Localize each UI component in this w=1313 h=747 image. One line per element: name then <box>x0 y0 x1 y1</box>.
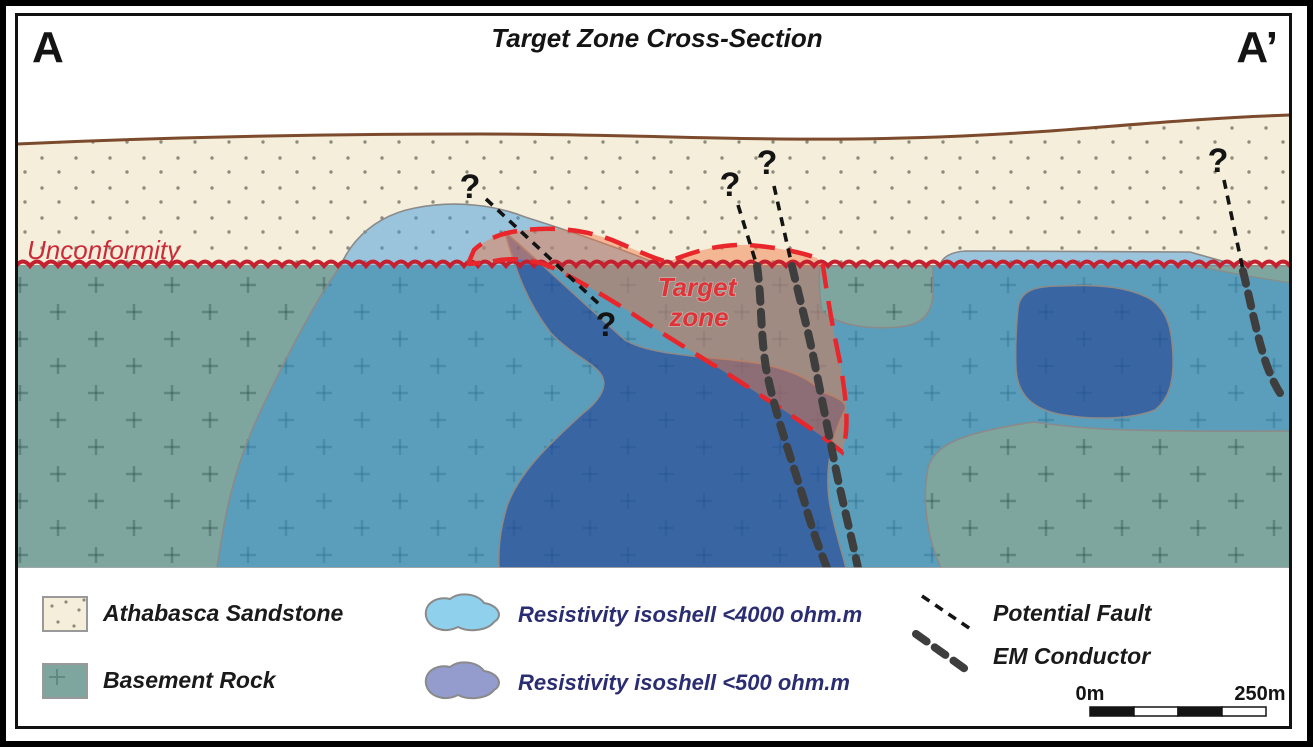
legend-label-basement-rock: Basement Rock <box>103 667 277 693</box>
inner-border <box>15 13 1292 729</box>
target-zone-label-line2: zone <box>668 302 728 332</box>
sandstone-layer <box>17 115 1290 266</box>
isoshell-500-region-east <box>1014 284 1174 419</box>
legend-swatch-isoshell-500 <box>424 661 500 700</box>
unconformity-label: Unconformity <box>27 235 182 265</box>
isoshell-500-region <box>497 229 847 568</box>
target-zone-region <box>468 228 847 452</box>
section-area: ? ? ? ? ? Unconformity Target zone <box>17 113 1290 568</box>
basement-window-southeast <box>924 421 1290 568</box>
legend-swatch-basement <box>42 663 88 699</box>
ground-surface-line <box>17 113 1290 146</box>
legend-label-potential-fault: Potential Fault <box>993 600 1153 626</box>
scale-bar-end-label: 250m <box>1234 683 1285 705</box>
section-marker-a-prime: A’ <box>1236 23 1278 72</box>
question-mark-4: ? <box>757 144 778 182</box>
em-conductor-1 <box>753 262 831 568</box>
scale-bar-start-label: 0m <box>1076 683 1105 705</box>
basement-window-central <box>818 265 934 329</box>
legend-label-isoshell-500: Resistivity isoshell <500 ohm.m <box>518 670 850 695</box>
legend: Athabasca Sandstone Basement Rock Resist… <box>42 593 1286 717</box>
section-marker-a: A <box>32 23 64 72</box>
em-conductor-2 <box>788 262 862 568</box>
target-zone-label-line1: Target <box>658 272 738 302</box>
figure-title: Target Zone Cross-Section <box>491 23 822 53</box>
em-conductor-3 <box>1239 267 1288 403</box>
legend-label-athabasca-sandstone: Athabasca Sandstone <box>102 600 343 626</box>
question-mark-2: ? <box>596 306 617 344</box>
unconformity-line <box>17 259 1290 270</box>
legend-swatch-potential-fault <box>920 594 974 632</box>
fault-line-2 <box>736 204 759 267</box>
legend-swatch-em-conductor <box>912 630 972 675</box>
scale-bar: 0m 250m <box>1076 683 1286 717</box>
question-mark-5: ? <box>1208 142 1229 180</box>
legend-label-em-conductor: EM Conductor <box>993 643 1151 669</box>
fault-line-1 <box>484 197 602 307</box>
legend-swatch-isoshell-4000 <box>424 593 500 632</box>
question-mark-1: ? <box>460 168 481 206</box>
legend-swatch-sandstone <box>42 596 88 632</box>
question-mark-3: ? <box>720 166 741 204</box>
fault-line-3 <box>772 185 794 267</box>
legend-label-isoshell-4000: Resistivity isoshell <4000 ohm.m <box>518 602 862 627</box>
